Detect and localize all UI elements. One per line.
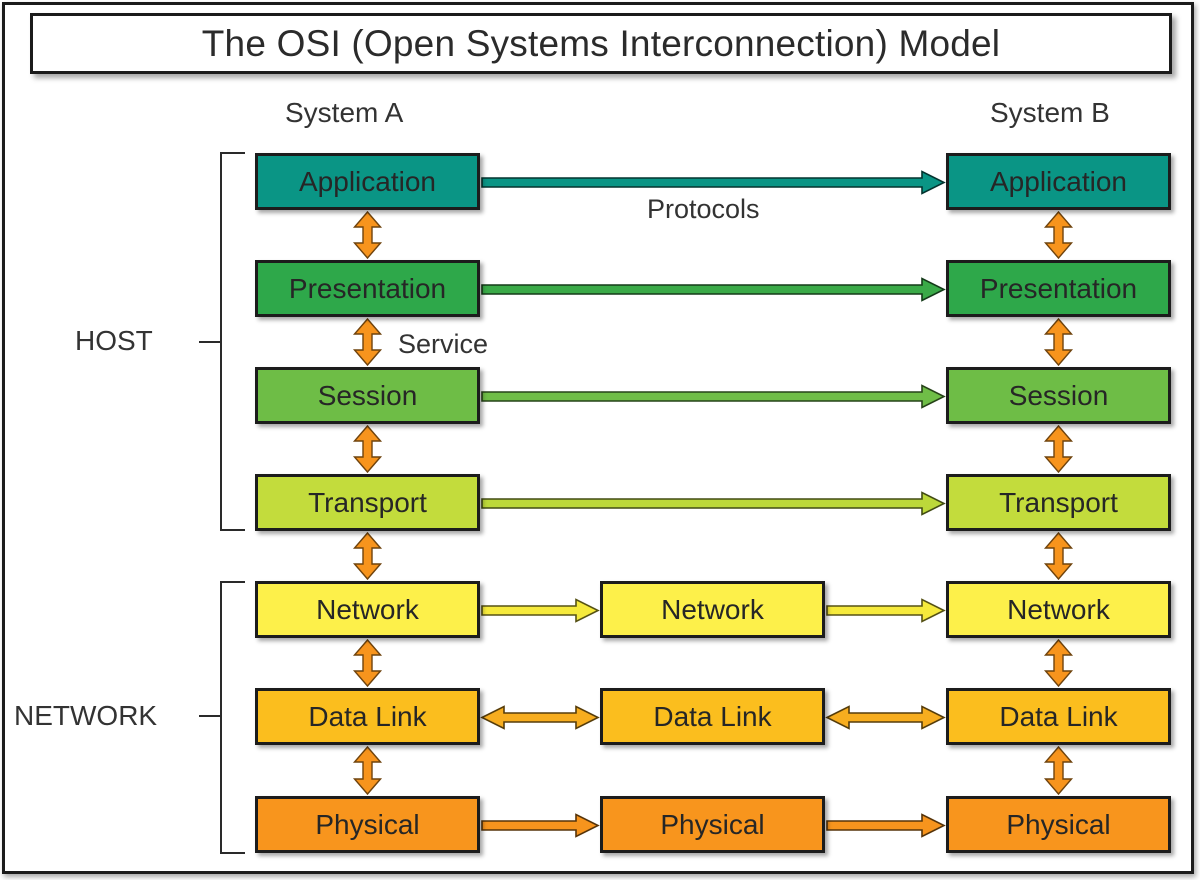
network-bracket (199, 581, 245, 854)
service-arrow-b-session (1043, 424, 1074, 474)
layer-transport-b: Transport (946, 474, 1171, 531)
link-presentation (481, 277, 946, 302)
link-transport (481, 491, 946, 516)
service-arrow-a-network (352, 638, 383, 688)
layer-network-b: Network (946, 581, 1171, 638)
layer-session-b: Session (946, 367, 1171, 424)
host-group-label: HOST (75, 325, 153, 356)
layer-data-link-b: Data Link (946, 688, 1171, 745)
service-arrow-b-presentation (1043, 317, 1074, 367)
host-bracket (199, 152, 245, 531)
service-arrow-a-session (352, 424, 383, 474)
system-a-label: System A (285, 97, 404, 128)
layer-application-a: Application (255, 153, 480, 210)
layer-network-a: Network (255, 581, 480, 638)
layer-physical-b: Physical (946, 796, 1171, 853)
service-arrow-b-transport (1043, 531, 1074, 581)
service-arrow-b-application (1043, 210, 1074, 260)
service-arrow-b-network (1043, 638, 1074, 688)
layer-session-a: Session (255, 367, 480, 424)
arrow-group (352, 170, 1074, 838)
link-data-link-relay-b (825, 705, 946, 730)
layer-data-link-a: Data Link (255, 688, 480, 745)
layer-data-link-relay: Data Link (600, 688, 825, 745)
system-b-label: System B (990, 97, 1110, 128)
service-arrow-a-application (352, 210, 383, 260)
layer-physical-relay: Physical (600, 796, 825, 853)
diagram-title: The OSI (Open Systems Interconnection) M… (30, 13, 1172, 74)
link-data-link-a-relay (480, 705, 600, 730)
service-arrow-b-data-link (1043, 745, 1074, 796)
service-arrow-a-presentation (352, 317, 383, 367)
link-application (481, 170, 946, 195)
network-group-label: NETWORK (14, 700, 158, 731)
layer-physical-a: Physical (255, 796, 480, 853)
layer-network-relay: Network (600, 581, 825, 638)
layer-transport-a: Transport (255, 474, 480, 531)
link-physical-relay-b (826, 813, 946, 838)
service-label: Service (398, 329, 489, 359)
service-arrow-a-transport (352, 531, 383, 581)
service-arrow-a-data-link (352, 745, 383, 796)
protocols-label: Protocols (647, 194, 760, 224)
link-network-relay-b (826, 598, 946, 623)
link-physical-a-relay (481, 813, 600, 838)
link-session (481, 384, 946, 409)
layer-application-b: Application (946, 153, 1171, 210)
layer-presentation-a: Presentation (255, 260, 480, 317)
layer-presentation-b: Presentation (946, 260, 1171, 317)
link-network-a-relay (481, 598, 600, 623)
